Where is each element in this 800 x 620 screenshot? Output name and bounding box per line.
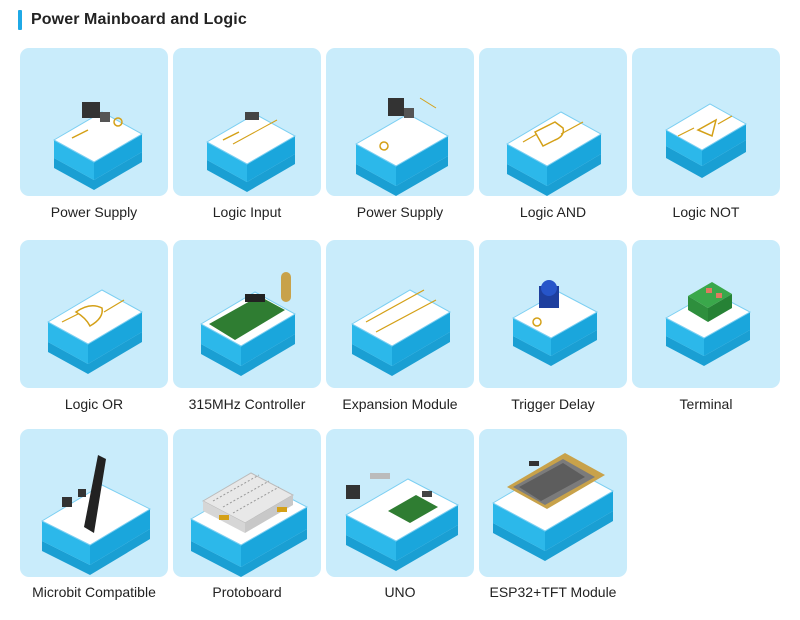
module-card-power-supply[interactable] [20, 48, 168, 196]
module-label: Power Supply [356, 204, 444, 220]
power-supply-module-icon [52, 102, 144, 190]
module-card-trigger-delay[interactable] [479, 240, 627, 388]
module-label: 315MHz Controller [188, 396, 306, 412]
module-card-uno[interactable] [326, 429, 474, 577]
module-card-logic-or[interactable] [20, 240, 168, 388]
microbit-board-icon [40, 455, 152, 575]
module-card-esp32-tft[interactable] [479, 429, 627, 577]
power-supply-module-icon [354, 97, 450, 196]
module-label: Terminal [679, 396, 733, 412]
module-card-power-supply[interactable] [326, 48, 474, 196]
module-label: Power Supply [50, 204, 138, 220]
module-label: Logic NOT [672, 204, 740, 220]
module-card-logic-and[interactable] [479, 48, 627, 196]
module-label: UNO [384, 584, 416, 600]
module-label: Logic OR [64, 396, 124, 412]
module-label: Trigger Delay [511, 396, 595, 412]
expansion-module-icon [350, 289, 452, 376]
terminal-module-icon [664, 282, 752, 366]
esp32-tft-module-icon [491, 453, 615, 561]
section-header: Power Mainboard and Logic [18, 9, 247, 31]
module-label: Microbit Compatible [32, 584, 156, 600]
module-label: Protoboard [212, 584, 282, 600]
module-label: ESP32+TFT Module [489, 584, 617, 600]
module-card-logic-input[interactable] [173, 48, 321, 196]
trigger-delay-module-icon [511, 280, 599, 366]
logic-or-module-icon [46, 289, 144, 374]
module-card-315mhz-controller[interactable] [173, 240, 321, 388]
section-title: Power Mainboard and Logic [31, 11, 247, 28]
protoboard-icon [189, 472, 309, 577]
logic-and-module-icon [505, 111, 603, 196]
module-card-logic-not[interactable] [632, 48, 780, 196]
module-label: Expansion Module [342, 396, 458, 412]
uno-board-icon [344, 473, 460, 571]
rf-controller-module-icon [199, 272, 297, 376]
module-card-microbit-compatible[interactable] [20, 429, 168, 577]
logic-not-module-icon [664, 103, 748, 178]
logic-input-module-icon [205, 112, 297, 192]
module-label: Logic Input [212, 204, 282, 220]
module-card-expansion-module[interactable] [326, 240, 474, 388]
module-label: Logic AND [519, 204, 587, 220]
module-card-terminal[interactable] [632, 240, 780, 388]
module-card-protoboard[interactable] [173, 429, 321, 577]
section-accent-bar [18, 10, 22, 30]
